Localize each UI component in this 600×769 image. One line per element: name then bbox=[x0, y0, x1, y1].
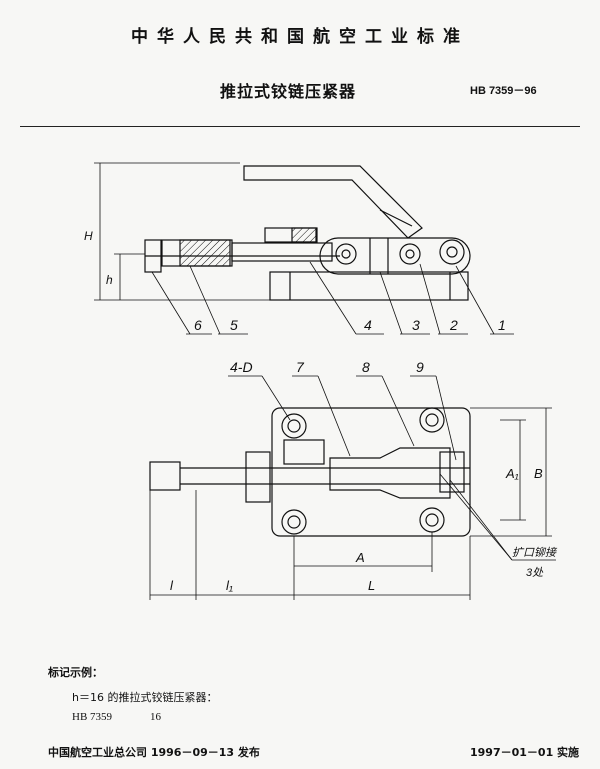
side-view bbox=[94, 162, 514, 335]
marking-example-h-value: 16 bbox=[150, 711, 161, 723]
dim-A-label: A bbox=[355, 550, 365, 565]
part-2-label: 2 bbox=[449, 317, 458, 333]
rivet-note-line1: 扩口铆接 bbox=[512, 546, 558, 559]
dim-h-label: h bbox=[106, 273, 113, 287]
holes-label: 4-D bbox=[230, 359, 253, 375]
dim-H-label: H bbox=[84, 229, 93, 243]
dim-A1-label: A₁ bbox=[505, 466, 519, 481]
rivet-note-line2: 3处 bbox=[526, 566, 544, 579]
marking-example-heading: 标记示例： bbox=[48, 666, 103, 679]
dim-L-label: L bbox=[368, 578, 375, 593]
standard-number: HB 7359－96 bbox=[470, 85, 537, 97]
part-6-label: 6 bbox=[194, 317, 202, 333]
plan-view bbox=[149, 375, 556, 600]
issue-info: 中国航空工业总公司 1996－09－13 发布 bbox=[48, 746, 260, 759]
part-8-label: 8 bbox=[362, 359, 370, 375]
dim-l-label: l bbox=[170, 578, 174, 593]
part-3-label: 3 bbox=[412, 317, 420, 333]
part-7-label: 7 bbox=[296, 359, 305, 375]
marking-example-description: h＝16 的推拉式铰链压紧器： bbox=[72, 691, 218, 704]
header-divider bbox=[20, 126, 580, 127]
implementation-date: 1997－01－01 实施 bbox=[470, 746, 580, 759]
part-9-label: 9 bbox=[416, 359, 424, 375]
standard-title: 中华人民共和国航空工业标准 bbox=[131, 27, 469, 47]
document-title: 推拉式铰链压紧器 bbox=[220, 82, 357, 101]
dim-B-label: B bbox=[534, 466, 543, 481]
technical-drawing: H h 6 5 4 3 2 1 4-D 7 8 9 A₁ B A L l l₁ … bbox=[84, 162, 558, 600]
part-5-label: 5 bbox=[230, 317, 238, 333]
part-1-label: 1 bbox=[498, 317, 506, 333]
part-4-label: 4 bbox=[364, 317, 372, 333]
dim-l1-label: l₁ bbox=[226, 578, 233, 593]
marking-example-standard: HB 7359 bbox=[72, 711, 113, 723]
